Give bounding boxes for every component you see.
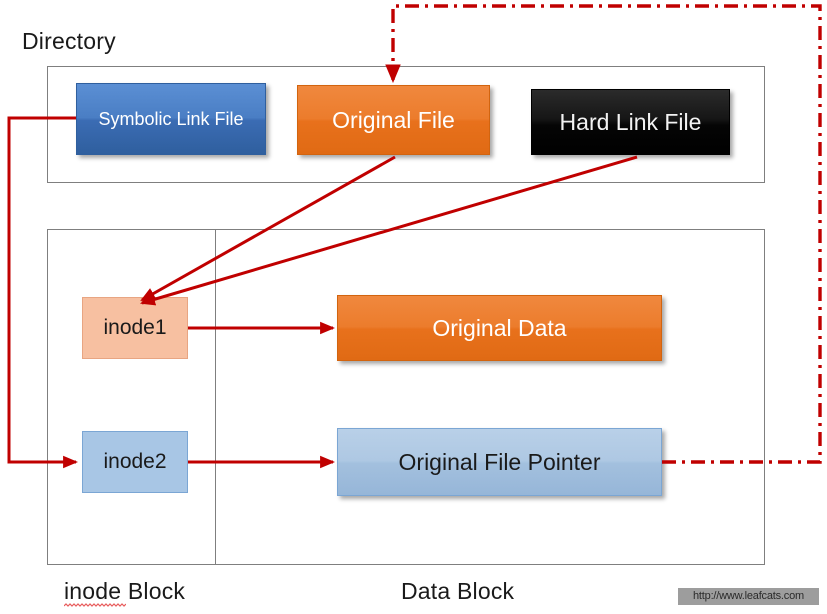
original-file-pointer-label: Original File Pointer <box>398 448 601 475</box>
inode2-box[interactable]: inode2 <box>82 431 188 493</box>
hard-link-file-label: Hard Link File <box>559 108 702 135</box>
original-data-box[interactable]: Original Data <box>337 295 662 361</box>
original-file-pointer-box[interactable]: Original File Pointer <box>337 428 662 496</box>
inode-block-label: inode Block <box>64 578 186 604</box>
blocks-frame <box>47 229 765 565</box>
directory-label: Directory <box>22 28 116 54</box>
inode1-box[interactable]: inode1 <box>82 297 188 359</box>
symbolic-link-file-box[interactable]: Symbolic Link File <box>76 83 266 155</box>
inode2-label: inode2 <box>103 450 167 473</box>
hard-link-file-box[interactable]: Hard Link File <box>531 89 730 155</box>
symbolic-link-file-label: Symbolic Link File <box>98 108 244 129</box>
data-block-label: Data Block <box>401 578 515 604</box>
original-file-box[interactable]: Original File <box>297 85 490 155</box>
watermark: http://www.leafcats.com <box>678 588 819 605</box>
spellcheck-squiggle-icon <box>64 603 126 607</box>
inode-data-divider <box>215 229 216 565</box>
original-data-label: Original Data <box>432 314 567 341</box>
original-file-label: Original File <box>332 106 455 133</box>
inode1-label: inode1 <box>103 316 167 339</box>
